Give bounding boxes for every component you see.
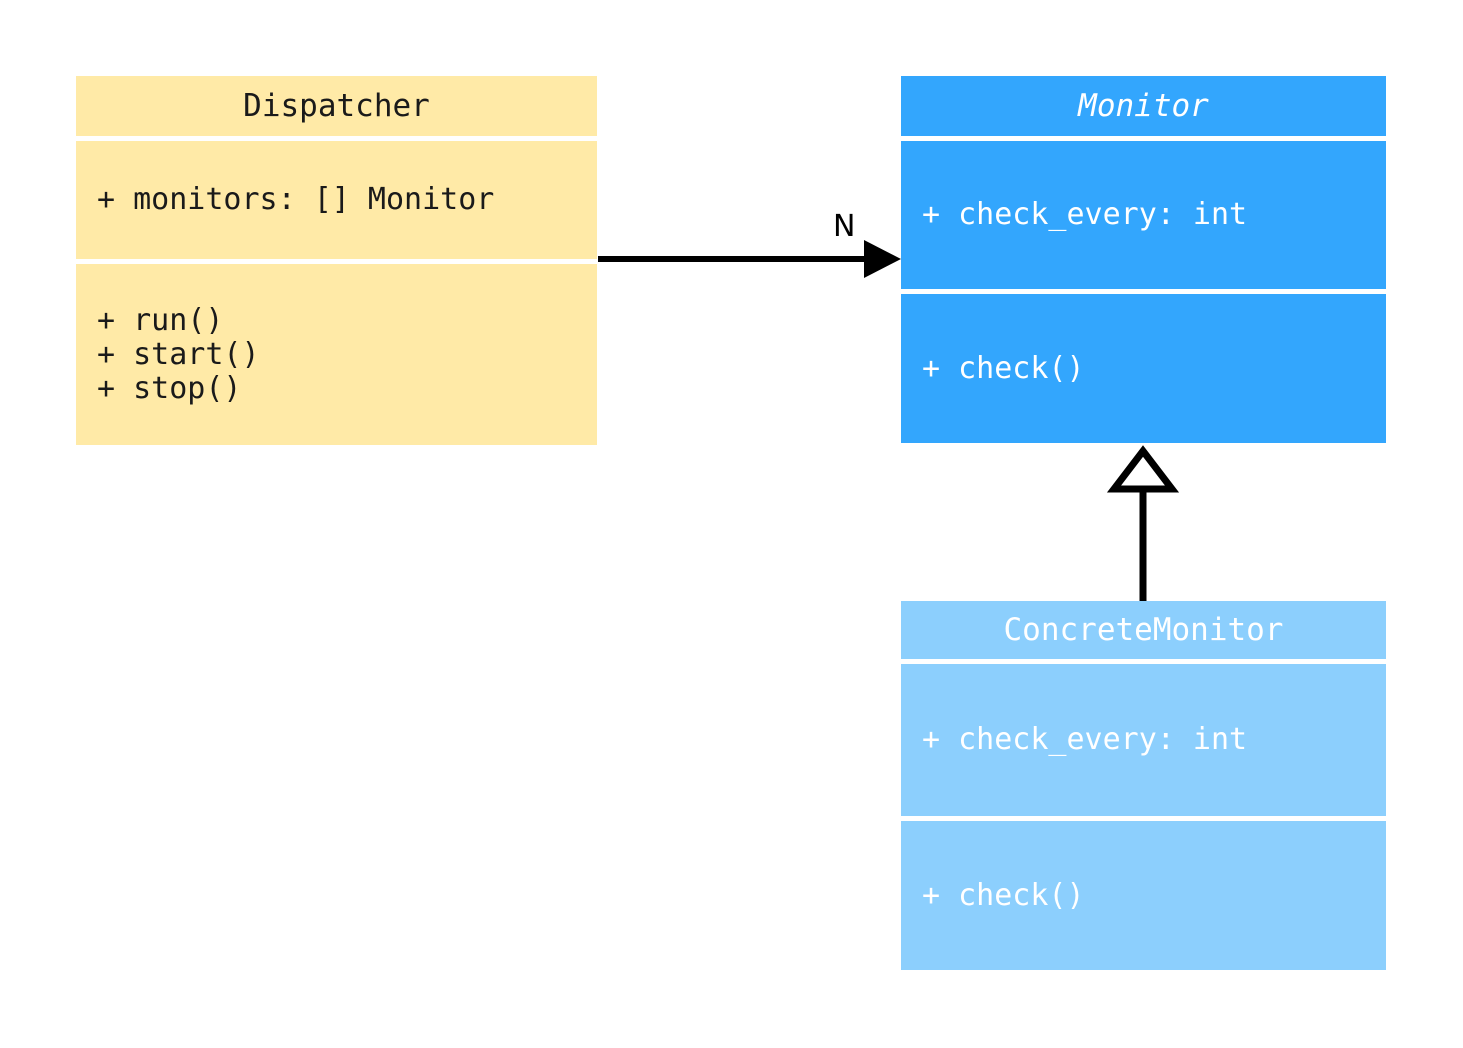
class-title-compartment: Monitor: [901, 76, 1386, 136]
uml-class-concretemonitor[interactable]: ConcreteMonitor + check_every: int + che…: [901, 601, 1386, 970]
method-item: + check(): [922, 877, 1085, 913]
association-multiplicity-label: N: [833, 209, 856, 244]
compartment-divider: [901, 659, 1386, 664]
class-methods-compartment: + run() + start() + stop(): [76, 264, 597, 445]
generalization-arrowhead-hollow: [1106, 445, 1180, 493]
class-attributes-compartment: + check_every: int: [901, 664, 1386, 816]
class-title-compartment: Dispatcher: [76, 76, 597, 136]
class-name-monitor: Monitor: [1078, 87, 1209, 124]
class-attributes-compartment: + check_every: int: [901, 141, 1386, 289]
class-name-dispatcher: Dispatcher: [243, 87, 430, 124]
class-attributes-compartment: + monitors: [] Monitor: [76, 141, 597, 259]
class-title-compartment: ConcreteMonitor: [901, 601, 1386, 659]
generalization-concretemonitor-to-monitor: [1106, 445, 1180, 601]
association-arrowhead-filled: [864, 240, 901, 278]
method-item: + stop(): [97, 370, 242, 406]
compartment-divider: [76, 259, 597, 264]
attribute-item: + monitors: [] Monitor: [97, 182, 495, 217]
compartment-divider: [901, 136, 1386, 141]
association-dispatcher-to-monitor: [598, 240, 901, 278]
attribute-item: + check_every: int: [922, 197, 1248, 232]
method-item: + run(): [97, 302, 224, 338]
compartment-divider: [901, 816, 1386, 821]
compartment-divider: [76, 136, 597, 141]
class-methods-compartment: + check(): [901, 821, 1386, 970]
uml-class-monitor[interactable]: Monitor + check_every: int + check(): [901, 76, 1386, 443]
class-name-concretemonitor: ConcreteMonitor: [1003, 611, 1284, 648]
uml-class-dispatcher[interactable]: Dispatcher + monitors: [] Monitor + run(…: [76, 76, 597, 445]
class-methods-compartment: + check(): [901, 294, 1386, 443]
compartment-divider: [901, 289, 1386, 294]
method-item: + check(): [922, 350, 1085, 386]
attribute-item: + check_every: int: [922, 722, 1248, 757]
method-item: + start(): [97, 336, 260, 372]
